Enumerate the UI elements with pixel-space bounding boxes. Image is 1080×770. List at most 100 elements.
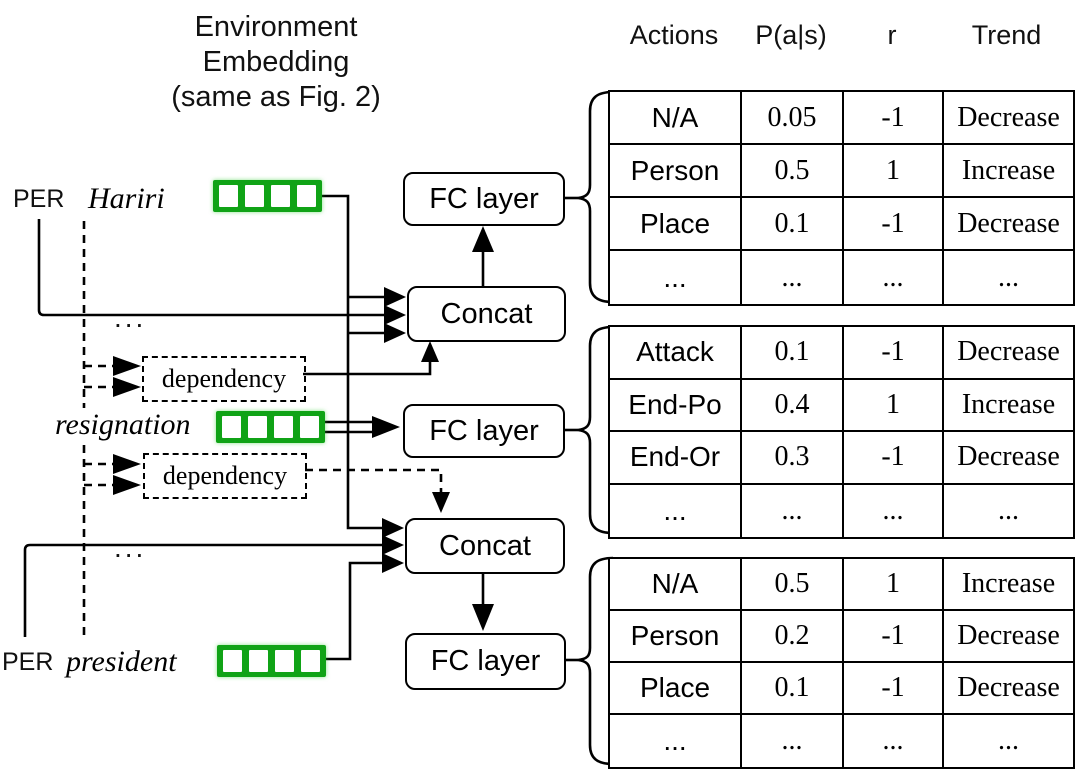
table-cell: ... bbox=[610, 484, 742, 537]
table-cell: Increase bbox=[944, 559, 1073, 611]
line-dependency1 bbox=[303, 361, 432, 376]
embedding-cell bbox=[248, 416, 267, 438]
figure-title-line1: Environment bbox=[194, 11, 358, 43]
embedding-cell bbox=[274, 416, 293, 438]
table-cell: Decrease bbox=[944, 432, 1073, 485]
table-column-headers: Actions P(a|s) r Trend bbox=[608, 20, 1071, 51]
fc-layer-1: FC layer bbox=[403, 172, 565, 226]
column-header-actions: Actions bbox=[629, 20, 719, 50]
arrowhead-concat1-bot bbox=[384, 323, 406, 343]
embedding-cell bbox=[245, 185, 264, 207]
table-cell: ... bbox=[998, 494, 1019, 526]
table-cell: ... bbox=[844, 484, 944, 537]
table-cell: End-Or bbox=[610, 432, 742, 485]
embedding-cell bbox=[301, 650, 320, 672]
table-cell: 0.1 bbox=[742, 327, 844, 380]
line-entity1 bbox=[37, 219, 384, 317]
table-cell: 1 bbox=[844, 379, 944, 432]
ellipsis-bottom: ... bbox=[114, 532, 147, 563]
concat-2-label: Concat bbox=[439, 529, 531, 562]
table-cell: 0.3 bbox=[742, 432, 844, 485]
table-cell: Person bbox=[610, 145, 742, 198]
column-header-probability: P(a|s) bbox=[755, 20, 827, 50]
arrowhead-concat1-mid bbox=[384, 305, 406, 325]
arrowhead-concat2-top bbox=[382, 518, 404, 538]
entity1-embedding bbox=[213, 180, 322, 212]
dashed-line-dependency2 bbox=[305, 468, 443, 493]
embedding-cell bbox=[297, 185, 316, 207]
table-cell: 1 bbox=[844, 559, 944, 611]
table-cell: ... bbox=[844, 715, 944, 767]
dependency-label-2: dependency bbox=[162, 461, 288, 490]
embedding-cell bbox=[249, 650, 268, 672]
table-cell: ... bbox=[998, 261, 1019, 293]
table-cell: Place bbox=[610, 198, 742, 251]
table-cell: Increase bbox=[944, 145, 1073, 198]
table-cell: -1 bbox=[844, 432, 944, 485]
table-cell: Person bbox=[610, 611, 742, 663]
ellipsis-top: ... bbox=[114, 302, 147, 333]
fc-layer-2-label: FC layer bbox=[429, 414, 539, 447]
table-cell: Decrease bbox=[944, 663, 1073, 715]
arrowhead-dependency2 bbox=[432, 492, 450, 513]
embedding-cell bbox=[219, 185, 238, 207]
embedding-cell bbox=[271, 185, 290, 207]
arrowhead-dependency1 bbox=[421, 341, 439, 362]
table-cell: N/A bbox=[610, 559, 742, 611]
arrowhead-concat2-mid bbox=[382, 535, 404, 555]
arrowhead-dep1-b bbox=[113, 377, 141, 397]
column-header-reward: r bbox=[887, 20, 897, 50]
table-cell: Decrease bbox=[944, 611, 1073, 663]
table-cell: ... bbox=[610, 715, 742, 767]
table-cell: ... bbox=[998, 725, 1019, 756]
embedding-cell bbox=[275, 650, 294, 672]
table-cell: 0.5 bbox=[742, 145, 844, 198]
table-cell: -1 bbox=[844, 198, 944, 251]
arrowhead-fc2 bbox=[372, 416, 400, 438]
fc-layer-1-label: FC layer bbox=[429, 182, 539, 215]
concat-1: Concat bbox=[407, 286, 566, 342]
table-cell: -1 bbox=[844, 611, 944, 663]
table-cell: -1 bbox=[844, 663, 944, 715]
trigger-embedding bbox=[216, 411, 325, 443]
table-cell: End-Po bbox=[610, 379, 742, 432]
table-cell: ... bbox=[844, 251, 944, 304]
table-cell: Decrease bbox=[944, 198, 1073, 251]
arrowhead-dep1-a bbox=[113, 356, 141, 376]
arrowhead-dep2-b bbox=[113, 475, 141, 495]
concat-1-label: Concat bbox=[440, 297, 533, 330]
brace-table2 bbox=[577, 325, 614, 535]
table-cell: 0.1 bbox=[742, 663, 844, 715]
arrowhead-concat2-bot bbox=[382, 553, 404, 573]
arrowhead-concat2-fc3 bbox=[472, 604, 494, 631]
line-embedding-bus bbox=[322, 194, 382, 530]
fc-layer-3-label: FC layer bbox=[430, 645, 541, 677]
table-cell: 0.05 bbox=[742, 92, 844, 145]
brace-table1 bbox=[577, 90, 614, 304]
table-cell: 0.2 bbox=[742, 611, 844, 663]
line-entity2 bbox=[23, 543, 382, 637]
arrowhead-dep2-a bbox=[113, 454, 141, 474]
table-cell: ... bbox=[610, 251, 742, 304]
table-cell: -1 bbox=[844, 327, 944, 380]
table-cell: Attack bbox=[610, 327, 742, 380]
table-cell: 0.5 bbox=[742, 559, 844, 611]
table-cell: ... bbox=[742, 484, 844, 537]
dependency-box-2: dependency bbox=[143, 453, 307, 499]
fc-layer-3: FC layer bbox=[405, 633, 566, 690]
table-cell: N/A bbox=[610, 92, 742, 145]
table-cell: 0.1 bbox=[742, 198, 844, 251]
table-cell: -1 bbox=[844, 92, 944, 145]
brace-table3 bbox=[577, 556, 614, 766]
table-cell: ... bbox=[742, 715, 844, 767]
figure-title-line3: (same as Fig. 2) bbox=[171, 81, 381, 113]
embedding-cell bbox=[222, 416, 241, 438]
dependency-box-1: dependency bbox=[142, 356, 306, 402]
trigger-word: resignation bbox=[52, 408, 194, 442]
table-cell: ... bbox=[742, 251, 844, 304]
